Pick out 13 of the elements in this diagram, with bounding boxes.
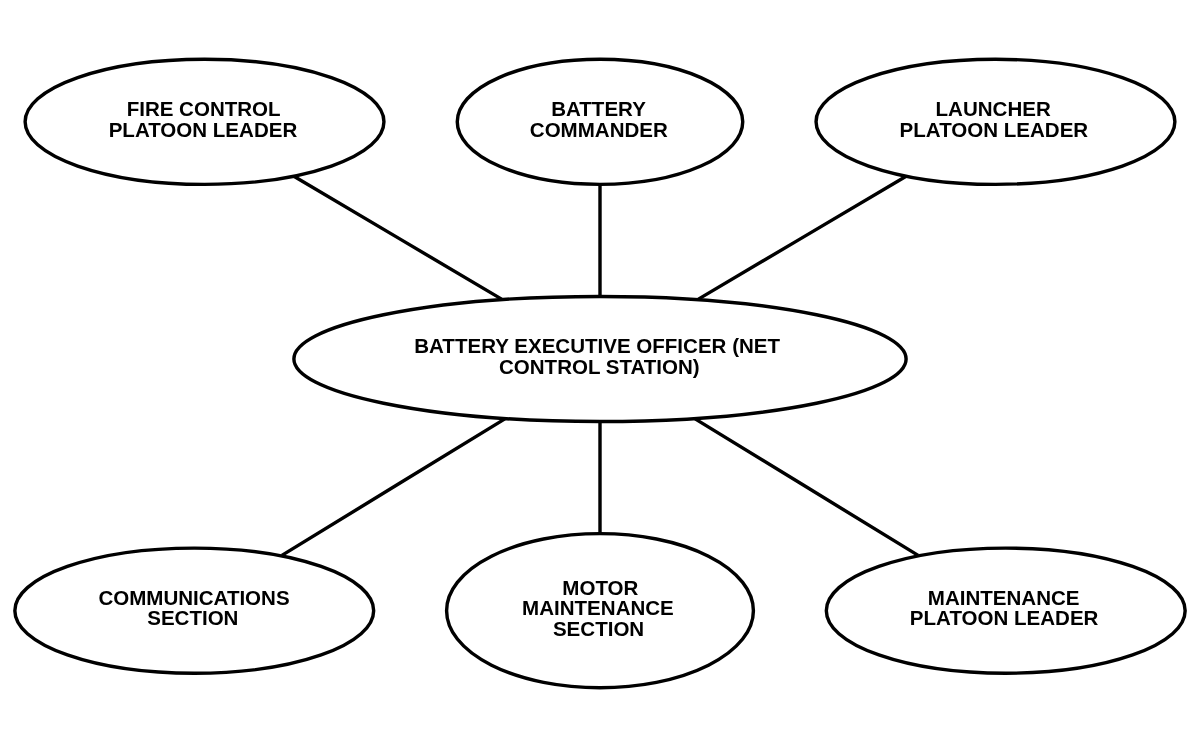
connector [694, 417, 920, 557]
node-ellipse: MOTOR MAINTENANCE SECTION [444, 531, 756, 690]
connector [293, 175, 503, 301]
connector [598, 184, 602, 296]
node-ellipse: BATTERY EXECUTIVE OFFICER (NET CONTROL STATION) [292, 294, 908, 424]
node-ellipse: MAINTENANCE PLATOON LEADER [824, 546, 1187, 675]
node-ellipse: COMMUNICATIONS SECTION [13, 546, 376, 675]
connector [598, 422, 602, 533]
node-ellipse: FIRE CONTROL PLATOON LEADER [23, 57, 386, 187]
connector [280, 417, 506, 557]
connector [697, 175, 907, 301]
node-ellipse: BATTERY COMMANDER [455, 57, 745, 187]
node-ellipse: LAUNCHER PLATOON LEADER [814, 57, 1177, 187]
